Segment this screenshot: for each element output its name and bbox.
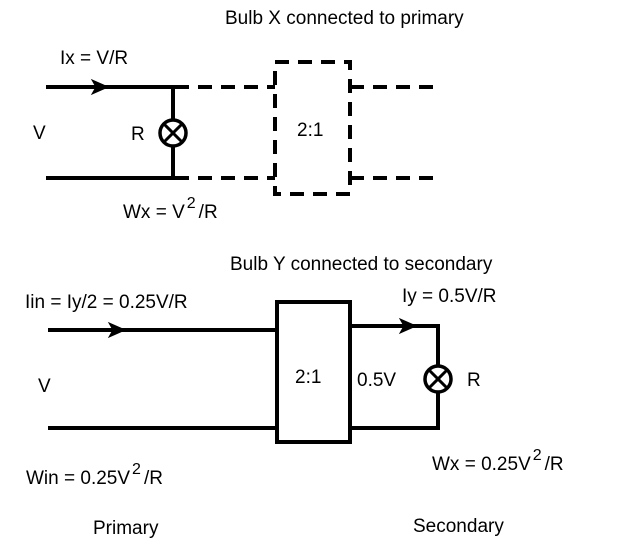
bulb-x-icon (158, 118, 188, 148)
bottom-resistor-label: R (467, 370, 481, 391)
bottom-voltage-label: V (38, 376, 51, 397)
bottom-output-power-base: Wx = 0.25V (432, 454, 531, 475)
bottom-output-power-suffix: /R (545, 454, 564, 475)
bottom-secondary-upper-wire (348, 324, 440, 368)
top-transformer-box (273, 60, 352, 196)
bottom-output-current-arrow (398, 317, 418, 335)
bottom-title: Bulb Y connected to secondary (230, 254, 493, 275)
top-upper-wire (46, 85, 175, 122)
bottom-input-power-base: Win = 0.25V (26, 468, 130, 489)
bottom-secondary-voltage-label: 0.5V (357, 370, 396, 391)
top-current-label: Ix = V/R (60, 48, 128, 69)
bottom-circuit: Bulb Y connected to secondary Iin = Iy/2… (25, 254, 564, 489)
primary-label: Primary (93, 518, 159, 539)
top-transformer-ratio: 2:1 (297, 120, 323, 141)
bottom-input-current-label: Iin = Iy/2 = 0.25V/R (25, 292, 188, 313)
bottom-transformer-box (275, 300, 352, 444)
top-power-base: Wx = V (123, 202, 185, 223)
top-current-arrow (90, 78, 110, 96)
bottom-secondary-lower-wire (348, 390, 440, 430)
bottom-transformer-ratio: 2:1 (295, 367, 321, 388)
bottom-input-current-arrow (107, 321, 127, 339)
bottom-output-power-exp: 2 (533, 447, 542, 464)
top-voltage-label: V (33, 123, 46, 144)
top-circuit: Bulb X connected to primary Ix = V/R R V… (33, 8, 464, 223)
bottom-output-current-label: Iy = 0.5V/R (402, 286, 497, 307)
bottom-input-power-suffix: /R (144, 468, 163, 489)
top-lower-wire (46, 144, 175, 180)
top-title: Bulb X connected to primary (225, 8, 464, 29)
bottom-input-power-exp: 2 (132, 461, 141, 478)
secondary-label: Secondary (413, 516, 504, 537)
top-power-suffix: /R (199, 202, 218, 223)
top-power-exp: 2 (187, 195, 196, 212)
top-resistor-label: R (131, 124, 145, 145)
bulb-y-icon (423, 364, 453, 394)
